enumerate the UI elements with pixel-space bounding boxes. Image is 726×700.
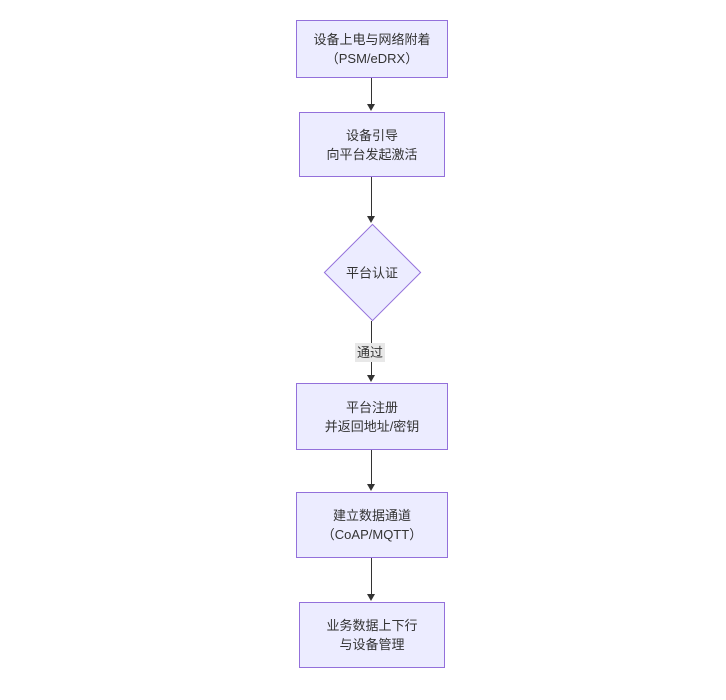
arrowhead-icon <box>367 484 375 491</box>
node-platform-register: 平台注册 并返回地址/密钥 <box>296 383 448 450</box>
arrowhead-icon <box>367 375 375 382</box>
arrowhead-icon <box>367 104 375 111</box>
node-label: 平台认证 <box>345 265 399 281</box>
node-label-line: 与设备管理 <box>339 637 405 652</box>
node-data-channel: 建立数据通道 （CoAP/MQTT） <box>296 492 448 558</box>
arrowhead-icon <box>367 594 375 601</box>
arrowhead-icon <box>367 216 375 223</box>
node-label-line: 并返回地址/密钥 <box>324 418 420 434</box>
node-label-line: （PSM/eDRX） <box>325 51 419 66</box>
node-label-line: 设备上电与网络附着 <box>313 32 431 47</box>
node-label-line: 业务数据上下行 <box>326 618 418 633</box>
node-power-network-attach: 设备上电与网络附着 （PSM/eDRX） <box>296 20 448 78</box>
edge-line <box>371 558 372 594</box>
edge-line <box>371 177 372 216</box>
node-label-line: 向平台发起激活 <box>326 146 418 162</box>
node-label-line: 设备引导 <box>345 127 398 143</box>
node-device-bootstrap: 设备引导 向平台发起激活 <box>299 112 445 177</box>
edge-line <box>371 78 372 104</box>
node-label-line: 建立数据通道 <box>332 508 411 523</box>
node-label-line: （CoAP/MQTT） <box>321 527 423 542</box>
edge-line <box>371 450 372 484</box>
node-label-line: 平台注册 <box>345 399 398 415</box>
edge-label-pass: 通过 <box>354 343 386 362</box>
node-business-data-management: 业务数据上下行 与设备管理 <box>299 602 445 668</box>
